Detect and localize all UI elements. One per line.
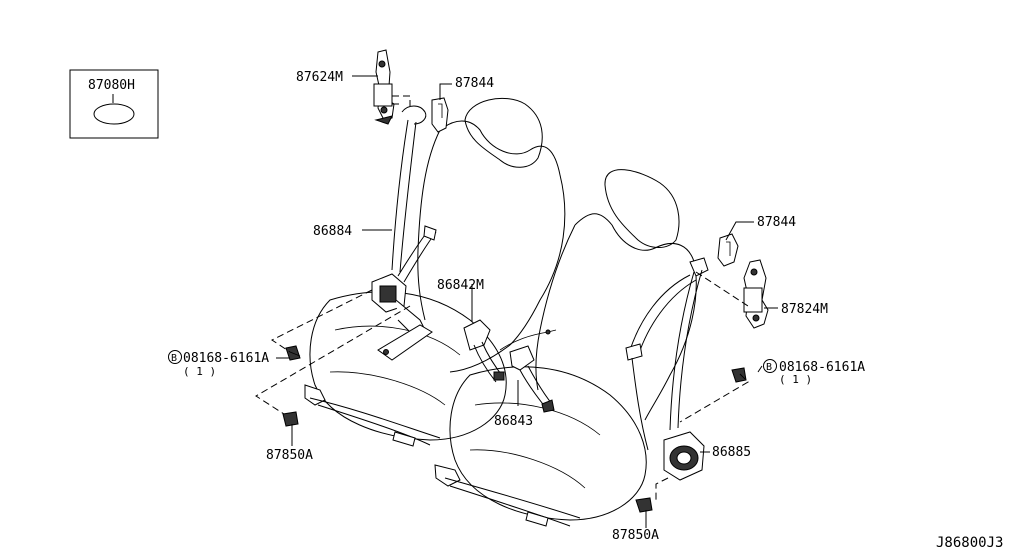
label-87844-right[interactable]: 87844 xyxy=(757,215,796,230)
label-08168-left-qty: ( 1 ) xyxy=(183,365,216,378)
bolt-symbol-right-icon xyxy=(763,359,777,373)
bolt-symbol-left-icon xyxy=(168,350,182,364)
label-87850a-left[interactable]: 87850A xyxy=(266,448,313,463)
label-87624m[interactable]: 87624M xyxy=(296,70,343,85)
bolts xyxy=(282,345,747,520)
label-87080h[interactable]: 87080H xyxy=(88,78,135,93)
label-08168-right-qty: ( 1 ) xyxy=(779,373,812,386)
label-08168-left[interactable]: 08168-6161A xyxy=(183,351,269,366)
bolt-symbol-left: B xyxy=(171,353,177,364)
right-seat-drawing xyxy=(434,169,697,527)
label-87844-left[interactable]: 87844 xyxy=(455,76,494,91)
label-87850a-right[interactable]: 87850A xyxy=(612,528,659,543)
inset-87080h: 87080H xyxy=(69,69,159,139)
reference-lines xyxy=(255,95,749,500)
left-belt-assembly xyxy=(371,49,449,361)
label-86843[interactable]: 86843 xyxy=(494,414,533,429)
right-belt-assembly xyxy=(625,233,769,481)
label-86842m[interactable]: 86842M xyxy=(437,278,484,293)
leader-lines xyxy=(276,75,778,528)
label-86884[interactable]: 86884 xyxy=(313,224,352,239)
label-87824m[interactable]: 87824M xyxy=(781,302,828,317)
bolt-symbol-right: B xyxy=(766,362,772,373)
label-tag-icon xyxy=(93,103,135,125)
label-86885[interactable]: 86885 xyxy=(712,445,751,460)
left-seat-drawing xyxy=(304,97,566,447)
diagram-code: J86800J3 xyxy=(936,535,1003,551)
part-labels: 87624M 87844 86884 86842M B 08168-6161A … xyxy=(168,70,1003,551)
center-buckle-assembly xyxy=(463,319,557,413)
label-08168-right[interactable]: 08168-6161A xyxy=(779,360,865,375)
